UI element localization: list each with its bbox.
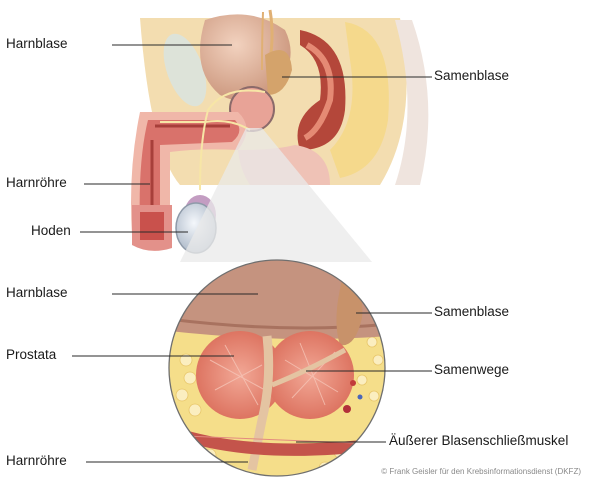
label-harnblase-top: Harnblase [6,36,68,52]
label-harnroehre-zoom: Harnröhre [6,453,67,469]
label-samenblase-top: Samenblase [434,68,509,84]
label-samenwege: Samenwege [434,362,509,378]
copyright-credit: © Frank Geisler für den Krebsinformation… [381,467,581,476]
label-harnblase-zoom: Harnblase [6,285,68,301]
label-harnroehre-top: Harnröhre [6,175,67,191]
zoom-detail [160,255,400,480]
label-hoden: Hoden [31,223,71,239]
label-prostata: Prostata [6,347,56,363]
label-samenblase-zoom: Samenblase [434,304,509,320]
label-schliessmuskel: Äußerer Blasenschließmuskel [389,433,568,449]
